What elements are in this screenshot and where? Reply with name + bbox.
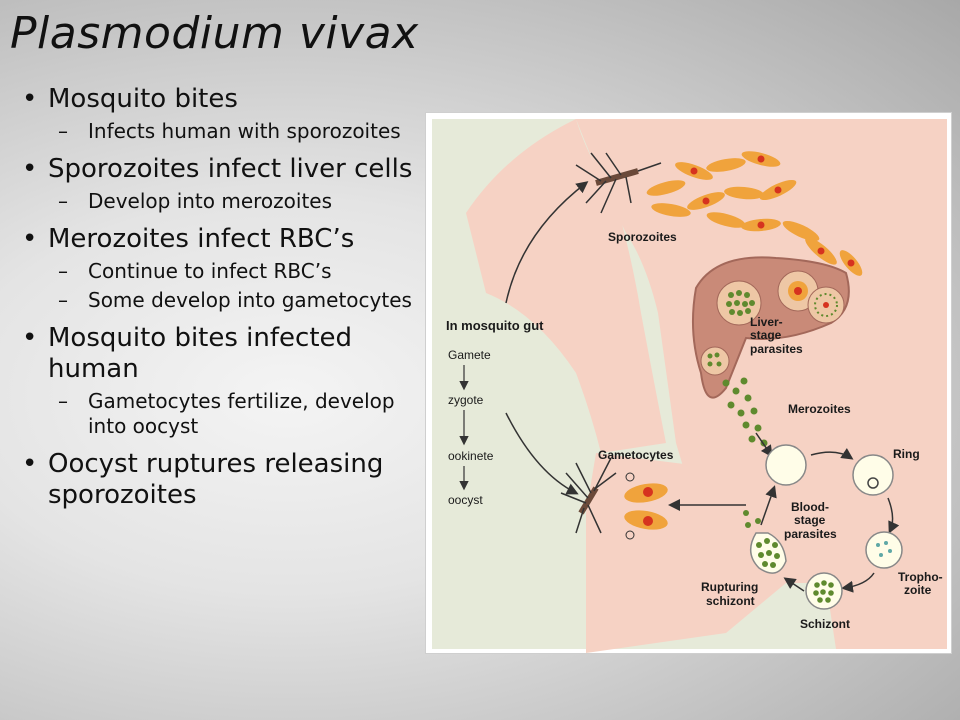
label-liver-stage-3: parasites — [750, 342, 803, 356]
bullet-item: • Mosquito bites — [14, 84, 414, 115]
sub-bullet-item: – Gametocytes fertilize, develop into oo… — [14, 389, 414, 439]
label-in-mosquito-gut: In mosquito gut — [446, 318, 544, 333]
bullet-text: Mosquito bites infected human — [48, 323, 353, 384]
sub-bullet-dash: – — [58, 119, 68, 143]
ring-parasite — [867, 477, 879, 489]
label-merozoites: Merozoites — [788, 402, 851, 416]
lifecycle-diagram: Sporozoites Live — [432, 119, 947, 653]
bullet-dot: • — [22, 224, 38, 254]
sub-bullet-dash: – — [58, 288, 68, 312]
arrow-to-trophozoite — [887, 497, 900, 534]
schizont-parasite — [813, 580, 834, 603]
liver-icon — [691, 256, 850, 399]
trophozoite-parasite — [876, 541, 892, 557]
sub-bullet-item: – Some develop into gametocytes — [14, 288, 414, 313]
sub-bullet-text: Develop into merozoites — [88, 189, 333, 213]
mosquito-top-icon — [575, 152, 662, 214]
label-gamete: Gamete — [448, 348, 491, 362]
sub-bullet-text: Gametocytes fertilize, develop into oocy… — [88, 389, 395, 438]
bullet-text: Oocyst ruptures releasing sporozoites — [48, 449, 384, 510]
arrow-to-ring — [810, 448, 854, 460]
label-blood-stage-2: stage — [794, 513, 826, 527]
label-ookinete: ookinete — [448, 449, 494, 463]
label-trophozoite-1: Tropho- — [898, 570, 943, 584]
bullet-dot: • — [22, 323, 38, 353]
arrow-gut-to-mosquito-lower — [505, 412, 579, 495]
bullet-dot: • — [22, 449, 38, 479]
arrow-to-schizont — [841, 572, 875, 593]
bullet-item: • Mosquito bites infected human — [14, 323, 414, 385]
rbc-trophozoite — [865, 531, 903, 569]
label-rupturing-schizont-1: Rupturing — [701, 580, 758, 594]
sub-bullet-item: – Continue to infect RBC’s — [14, 259, 414, 284]
sub-bullet-dash: – — [58, 259, 68, 283]
arrow-merozoites-to-rbc — [755, 432, 773, 458]
sub-bullet-item: – Infects human with sporozoites — [14, 119, 414, 144]
mosquito-bottom-icon — [560, 457, 617, 534]
gametocyte-group — [624, 472, 668, 540]
human-body-silhouette — [576, 119, 947, 649]
arrow-rupture-to-reinfect — [760, 485, 777, 526]
label-zygote: zygote — [448, 393, 484, 407]
bullet-text: Merozoites infect RBC’s — [48, 224, 355, 254]
sporozoite-group — [646, 151, 863, 276]
rupturing-schizont-parasites — [743, 510, 780, 568]
sub-bullet-text: Continue to infect RBC’s — [88, 259, 332, 283]
bullet-item: • Merozoites infect RBC’s — [14, 224, 414, 255]
human-forearm-silhouette — [586, 453, 786, 653]
label-oocyst: oocyst — [448, 493, 483, 507]
arrow-to-rupturing-schizont — [783, 577, 805, 592]
rbc-merozoite-entry — [765, 444, 807, 486]
bullet-dot: • — [22, 84, 38, 114]
label-blood-stage-1: Blood- — [791, 500, 829, 514]
bullet-text: Mosquito bites — [48, 84, 238, 114]
bullet-list: • Mosquito bites – Infects human with sp… — [14, 84, 414, 511]
label-ring: Ring — [893, 447, 920, 461]
label-schizont: Schizont — [800, 617, 850, 631]
rbc-ring-stage — [852, 454, 894, 496]
label-gametocytes: Gametocytes — [598, 448, 674, 462]
label-sporozoites: Sporozoites — [608, 230, 677, 244]
sub-bullet-item: – Develop into merozoites — [14, 189, 414, 214]
arrow-gut-to-mosquito-bite — [505, 181, 589, 304]
slide-title: Plasmodium vivax — [10, 8, 419, 59]
sub-bullet-text: Infects human with sporozoites — [88, 119, 401, 143]
label-blood-stage-3: parasites — [784, 527, 837, 541]
label-liver-stage-1: Liver- — [750, 315, 783, 329]
label-liver-stage-2: stage — [750, 328, 782, 342]
human-arm-silhouette — [466, 119, 666, 453]
label-trophozoite-2: zoite — [904, 583, 932, 597]
merozoite-group — [722, 377, 768, 447]
bullet-item: • Oocyst ruptures releasing sporozoites — [14, 449, 414, 511]
label-rupturing-schizont-2: schizont — [706, 594, 755, 608]
bullet-text: Sporozoites infect liver cells — [48, 154, 413, 184]
sub-bullet-text: Some develop into gametocytes — [88, 288, 412, 312]
bullet-item: • Sporozoites infect liver cells — [14, 154, 414, 185]
malaria-lifecycle-figure: Sporozoites Live — [425, 112, 952, 654]
sub-bullet-dash: – — [58, 189, 68, 213]
sub-bullet-dash: – — [58, 389, 68, 413]
bullet-dot: • — [22, 154, 38, 184]
